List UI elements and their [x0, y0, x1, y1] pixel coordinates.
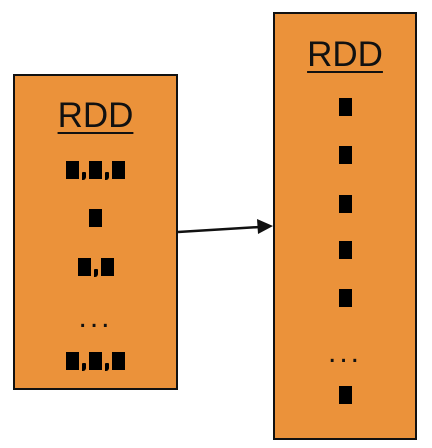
source-rdd-box: RDD ... [13, 74, 178, 390]
filled-square-icon [89, 161, 102, 179]
partition-row [275, 190, 415, 218]
filled-square-icon [66, 161, 79, 179]
partition-row [15, 347, 176, 375]
target-rdd-title: RDD [307, 35, 383, 74]
partition-row: ... [15, 301, 176, 334]
partition-row [15, 204, 176, 232]
comma-separator [105, 172, 109, 180]
filled-square-icon [89, 352, 102, 370]
partition-row [15, 156, 176, 184]
filled-square-icon [338, 146, 352, 164]
arrow-line [177, 225, 261, 234]
filled-square-icon [338, 195, 352, 213]
partition-row [275, 284, 415, 312]
arrow-right-icon [257, 219, 273, 234]
filled-square-icon [89, 209, 102, 227]
filled-square-icon [112, 352, 125, 370]
filled-square-icon [338, 289, 352, 307]
partition-row: ... [275, 336, 415, 369]
comma-separator [82, 172, 86, 180]
filled-square-icon [112, 161, 125, 179]
partition-row [275, 381, 415, 409]
ellipsis-text: ... [78, 301, 113, 334]
filled-square-icon [338, 241, 352, 259]
filled-square-icon [338, 386, 352, 404]
source-rdd-title: RDD [57, 96, 134, 135]
comma-separator [82, 363, 86, 371]
partition-row [15, 253, 176, 281]
target-rdd-box: RDD ... [273, 12, 417, 440]
comma-separator [105, 363, 109, 371]
filled-square-icon [77, 258, 91, 276]
partition-row [275, 93, 415, 121]
ellipsis-text: ... [327, 336, 362, 369]
filled-square-icon [66, 352, 79, 370]
partition-row [275, 141, 415, 169]
filled-square-icon [338, 98, 352, 116]
partition-row [275, 236, 415, 264]
comma-separator [93, 269, 98, 277]
filled-square-icon [100, 258, 114, 276]
